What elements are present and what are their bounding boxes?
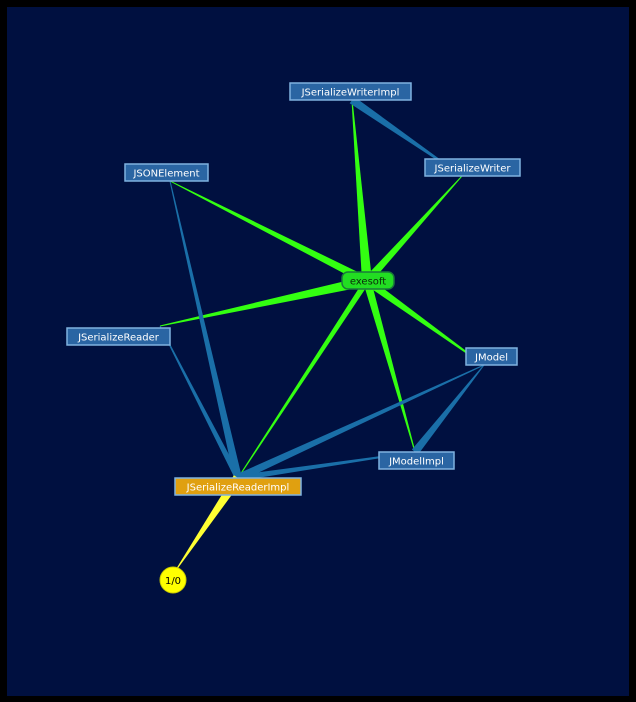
edge-jserializewriterimpl-jserializewriter: [349, 96, 463, 177]
edge-exesoft-jserializewriterimpl: [351, 100, 372, 282]
edge-exesoft-jserializereaderimpl: [237, 279, 370, 479]
node-label: JSerializeWriter: [434, 164, 512, 175]
edge-exesoft-jsonelement: [169, 180, 369, 285]
graph-canvas: [7, 7, 629, 696]
edge-jmodelimpl-jmodel: [411, 364, 485, 455]
counter-label: 1/0: [165, 576, 181, 587]
edge-jserializereaderimpl-counter: [175, 475, 243, 571]
edge-exesoft-jserializereader: [159, 276, 369, 327]
node-jserializewriter[interactable]: JSerializeWriter: [424, 158, 521, 177]
node-jserializereader[interactable]: JSerializeReader: [66, 327, 171, 346]
edge-exesoft-jserializewriter: [364, 175, 463, 284]
hub-label: exesoft: [350, 277, 386, 288]
edge-exesoft-jmodelimpl: [363, 279, 416, 453]
node-label: JModelImpl: [388, 457, 444, 468]
node-jsonelement[interactable]: JSONElement: [124, 163, 209, 182]
nodes-layer: JSerializeWriterImpl JSerializeWriter JS…: [66, 82, 521, 594]
node-label: JSerializeReaderImpl: [186, 483, 290, 494]
node-jmodel[interactable]: JModel: [465, 347, 518, 366]
edge-jserializereaderimpl-jmodelimpl: [237, 451, 416, 481]
edge-jserializereaderimpl-jsonelement: [169, 180, 242, 479]
node-exesoft-hub[interactable]: exesoft: [341, 271, 395, 290]
node-jserializewriterimpl[interactable]: JSerializeWriterImpl: [289, 82, 412, 101]
node-label: JSerializeReader: [77, 333, 160, 344]
node-label: JSerializeWriterImpl: [301, 88, 400, 99]
counter-bubble[interactable]: 1/0: [159, 566, 187, 594]
node-label: JSONElement: [132, 169, 199, 180]
node-jserializereaderimpl-selected[interactable]: JSerializeReaderImpl: [174, 477, 302, 496]
edge-jserializereaderimpl-jserializereader: [159, 325, 241, 480]
edges-layer: [159, 96, 485, 571]
edge-exesoft-jmodel: [364, 277, 485, 366]
edge-jserializereaderimpl-jmodel: [236, 364, 485, 482]
node-label: JModel: [474, 353, 508, 364]
node-jmodelimpl[interactable]: JModelImpl: [378, 451, 455, 470]
